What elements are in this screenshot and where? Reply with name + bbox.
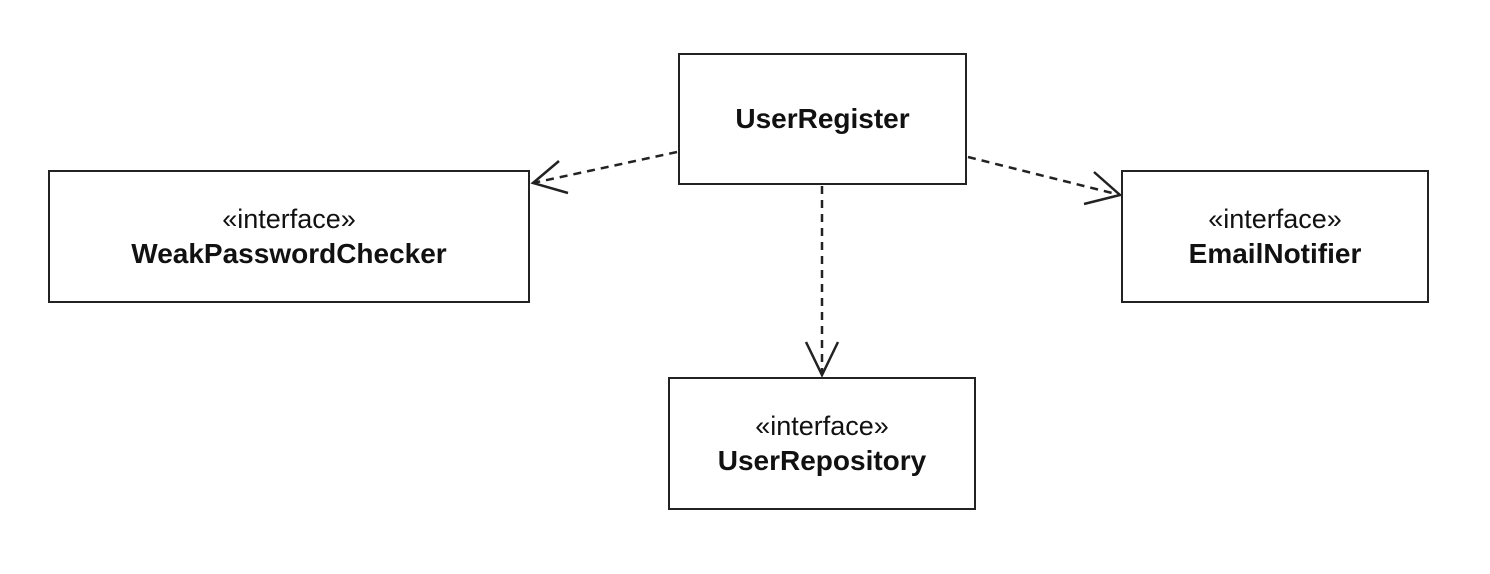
class-name-user-repository: UserRepository (717, 444, 927, 476)
class-name-email-notifier: EmailNotifier (1188, 237, 1362, 269)
dependency-line-email-notifier (967, 155, 1121, 197)
open-arrowhead-weak-password-checker (530, 160, 569, 195)
class-box-weak-password-checker[interactable]: «interface» WeakPasswordChecker (48, 170, 530, 303)
class-box-email-notifier[interactable]: «interface» EmailNotifier (1121, 170, 1429, 303)
dependency-line-weak-password-checker (532, 150, 678, 185)
stereotype-user-repository: «interface» (755, 410, 889, 441)
class-name-weak-password-checker: WeakPasswordChecker (131, 237, 447, 269)
open-arrowhead-email-notifier (1083, 171, 1123, 206)
class-name-user-register: UserRegister (735, 103, 910, 134)
dependency-arrow-user-repository (804, 186, 840, 378)
dependency-arrow-weak-password-checker (530, 150, 678, 195)
stereotype-email-notifier: «interface» (1208, 203, 1342, 234)
open-arrowhead-user-repository (804, 341, 840, 378)
dependency-arrow-email-notifier (967, 155, 1123, 206)
class-box-user-repository[interactable]: «interface» UserRepository (668, 377, 976, 510)
stereotype-weak-password-checker: «interface» (222, 203, 356, 234)
class-box-user-register[interactable]: UserRegister (678, 53, 967, 185)
